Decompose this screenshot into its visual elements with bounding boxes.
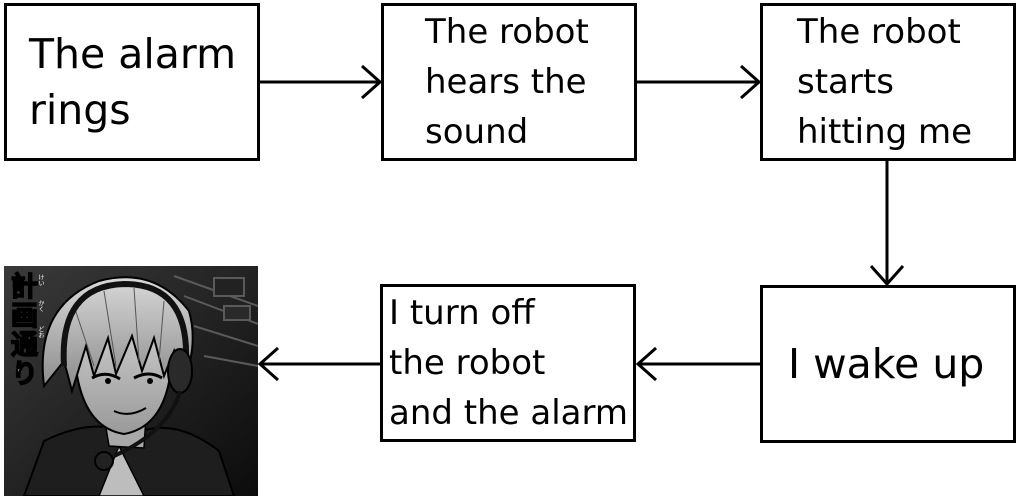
step-text-line: the robot	[389, 343, 546, 383]
furigana-1: けい	[37, 274, 44, 286]
step-text-line: rings	[29, 86, 131, 134]
step-robot-hitting: The robot starts hitting me	[760, 3, 1016, 161]
step-text-line: The alarm	[29, 30, 237, 78]
step-text-line: hitting me	[797, 112, 973, 152]
step-text-line: hears the	[425, 62, 587, 102]
step-text-line: starts	[797, 62, 894, 102]
step-wake-up: I wake up	[760, 285, 1016, 443]
step-turn-off: I turn off the robot and the alarm	[380, 284, 636, 442]
step-text-line: sound	[425, 112, 529, 152]
vertical-caption-text: 計画通り	[5, 271, 38, 389]
manga-reaction-image: 計画通り けい かく どお	[4, 266, 258, 496]
step-text-line: and the alarm	[389, 393, 628, 433]
step-text-line: The robot	[797, 12, 961, 52]
step-text-line: I turn off	[389, 293, 535, 333]
vertical-caption: 計画通り	[5, 271, 38, 392]
furigana-3: どお	[37, 326, 44, 338]
furigana: けい かく どお	[36, 274, 46, 338]
step-text-line: I wake up	[788, 340, 985, 388]
step-robot-hears: The robot hears the sound	[381, 3, 637, 161]
manga-character-illustration	[4, 266, 258, 496]
furigana-2: かく	[37, 300, 44, 312]
step-alarm-rings: The alarm rings	[4, 3, 260, 161]
step-text-line: The robot	[425, 12, 589, 52]
